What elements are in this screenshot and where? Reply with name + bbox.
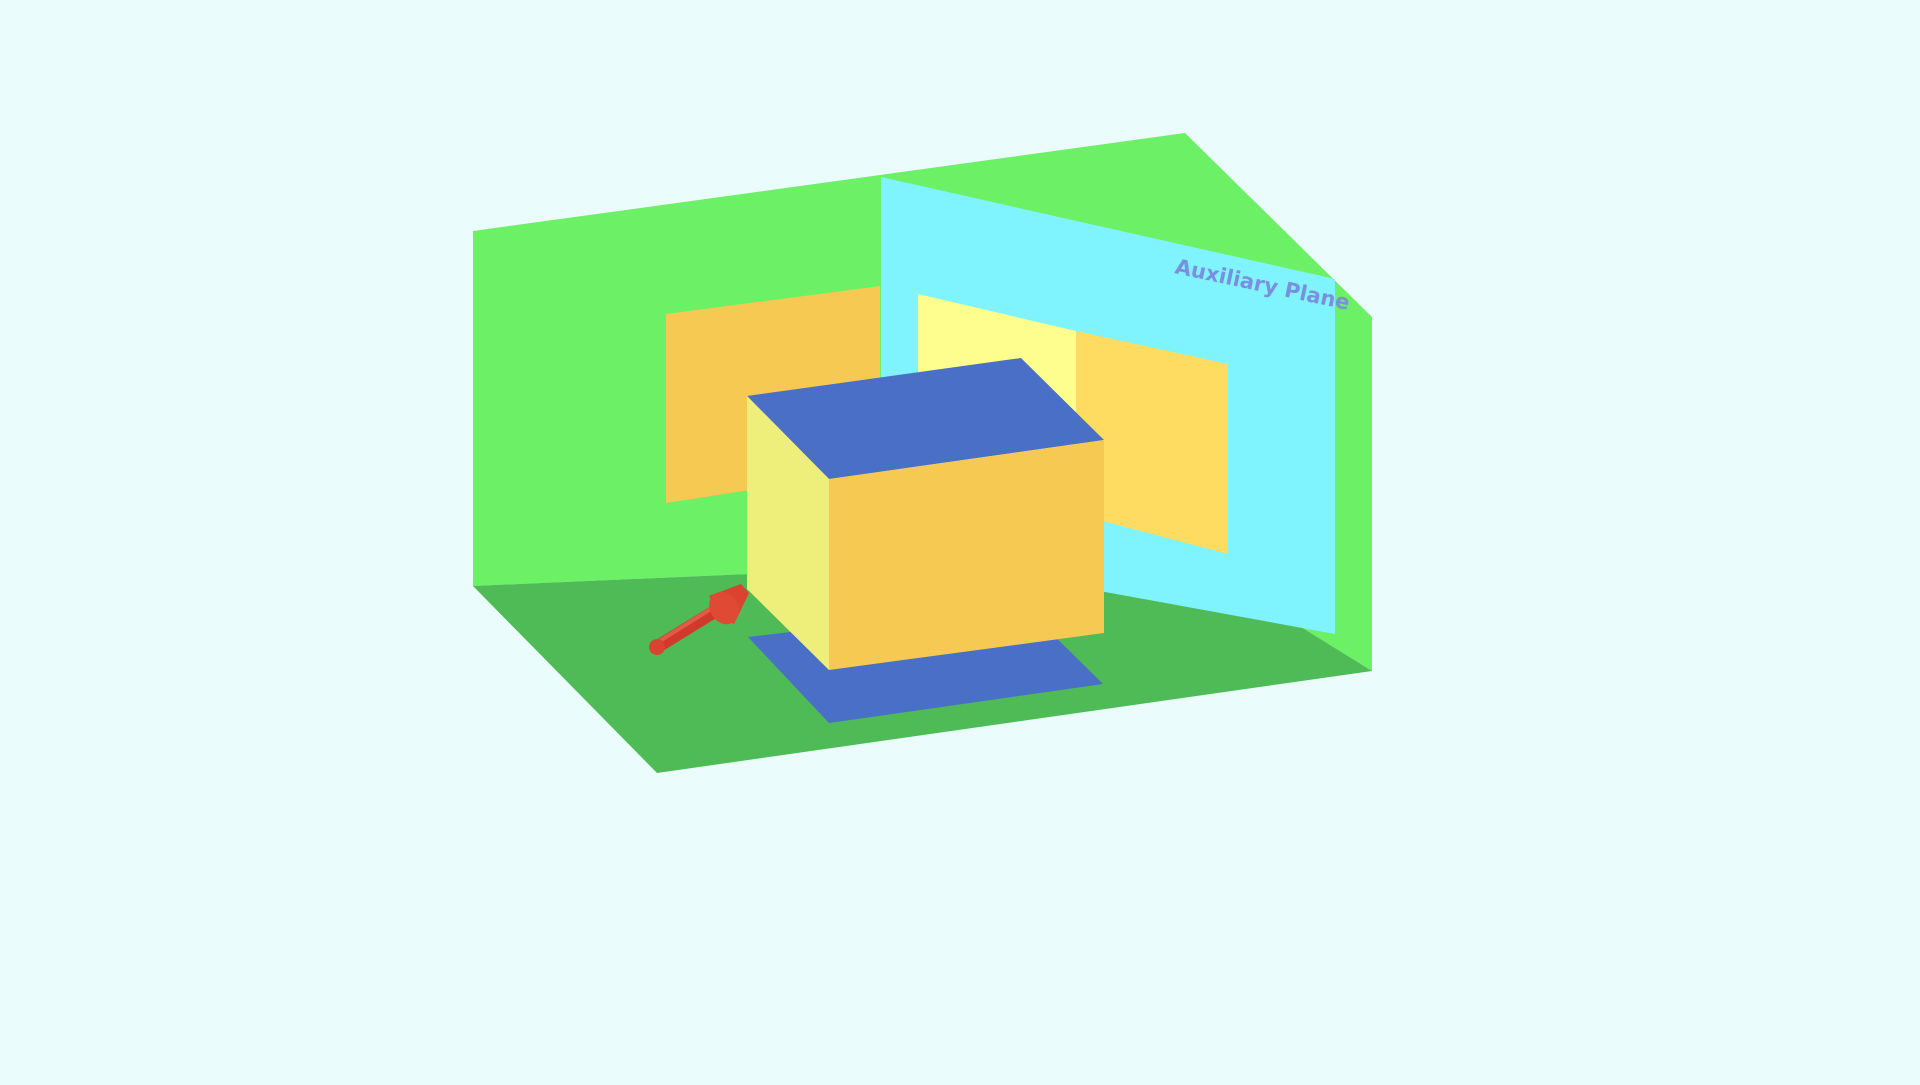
arrow-tail-cap — [649, 639, 665, 655]
block-top-face — [747, 358, 1104, 479]
auxiliary-projection-right — [1076, 331, 1228, 554]
viewing-direction-arrow — [649, 584, 749, 655]
arrow-head-base — [709, 591, 739, 625]
solid-block — [747, 358, 1104, 670]
block-front-face — [829, 440, 1104, 670]
block-left-face — [747, 396, 829, 670]
